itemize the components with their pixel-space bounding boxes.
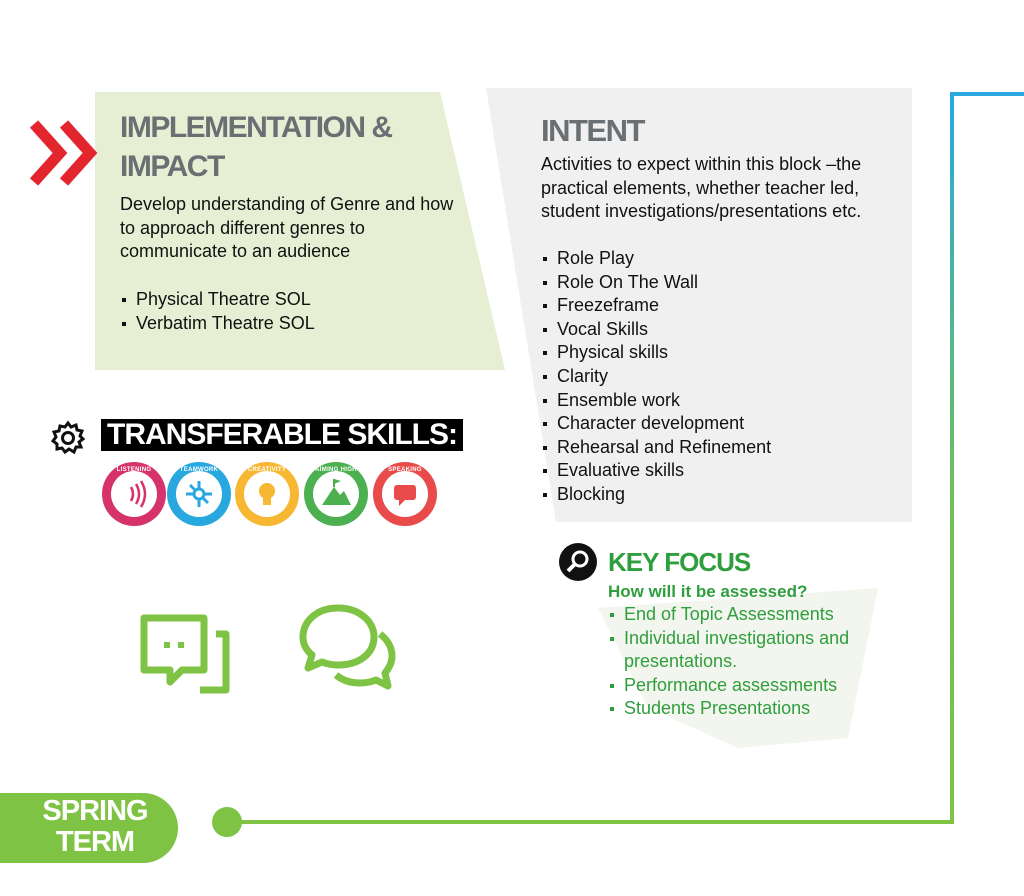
chat-box-icon — [140, 614, 230, 694]
skill-label: SPEAKING — [388, 467, 422, 473]
term-label: SPRING TERM — [30, 796, 160, 858]
list-item: Physical skills — [541, 341, 771, 365]
skill-listening: LISTENING — [102, 462, 166, 526]
chat-bubbles-icon — [299, 604, 396, 690]
lightbulb-icon — [259, 483, 275, 505]
list-item: Physical Theatre SOL — [120, 288, 315, 312]
gear-icon — [50, 420, 86, 455]
list-item: Verbatim Theatre SOL — [120, 312, 315, 336]
implementation-panel — [95, 92, 505, 370]
skill-label: TEAMWORK — [179, 467, 219, 473]
list-item: Students Presentations — [608, 697, 888, 721]
skill-label: AIMING HIGH — [315, 467, 357, 473]
term-line1: SPRING — [42, 795, 148, 827]
skill-creativity: CREATIVITY — [235, 462, 299, 526]
implementation-title-line1: IMPLEMENTATION & — [120, 111, 393, 144]
key-focus-subtitle: How will it be assessed? — [608, 582, 808, 601]
term-badge — [0, 793, 178, 863]
key-focus-list: End of Topic Assessments Individual inve… — [608, 603, 888, 721]
intent-list: Role Play Role On The Wall Freezeframe V… — [541, 247, 771, 507]
skill-teamwork: TEAMWORK — [167, 462, 231, 526]
intent-description: Activities to expect within this block –… — [541, 154, 862, 221]
list-item: Clarity — [541, 365, 771, 389]
double-chevron-icon — [29, 120, 98, 186]
intent-panel — [486, 88, 912, 522]
implementation-title: IMPLEMENTATION & IMPACT — [120, 108, 393, 186]
implementation-title-line2: IMPACT — [120, 150, 225, 183]
list-item: Individual investigations and presentati… — [608, 627, 888, 674]
skill-speaking: SPEAKING — [373, 462, 437, 526]
teamwork-icon — [186, 481, 212, 507]
list-item: Role Play — [541, 247, 771, 271]
listening-icon — [129, 480, 147, 508]
skill-label: LISTENING — [116, 467, 152, 473]
implementation-list: Physical Theatre SOL Verbatim Theatre SO… — [120, 288, 315, 335]
list-item: Evaluative skills — [541, 459, 771, 483]
implementation-description: Develop understanding of Genre and how t… — [120, 194, 454, 261]
skill-label: CREATIVITY — [247, 467, 287, 473]
term-line2: TERM — [55, 826, 135, 858]
mountain-flag-icon — [322, 479, 351, 505]
skill-aiming-high: AIMING HIGH — [304, 462, 368, 526]
list-item: Blocking — [541, 483, 771, 507]
list-item: Character development — [541, 412, 771, 436]
intent-title: INTENT — [541, 113, 645, 148]
list-item: Rehearsal and Refinement — [541, 436, 771, 460]
key-focus-panel — [598, 588, 878, 748]
list-item: Vocal Skills — [541, 318, 771, 342]
list-item: Freezeframe — [541, 294, 771, 318]
key-focus-title: KEY FOCUS — [608, 547, 751, 577]
magnifier-icon — [559, 543, 597, 581]
list-item: End of Topic Assessments — [608, 603, 888, 627]
list-item: Performance assessments — [608, 674, 888, 698]
list-item: Role On The Wall — [541, 271, 771, 295]
speech-bubble-icon — [394, 485, 416, 506]
list-item: Ensemble work — [541, 389, 771, 413]
transferable-skills-label: TRANSFERABLE SKILLS: — [101, 419, 463, 451]
